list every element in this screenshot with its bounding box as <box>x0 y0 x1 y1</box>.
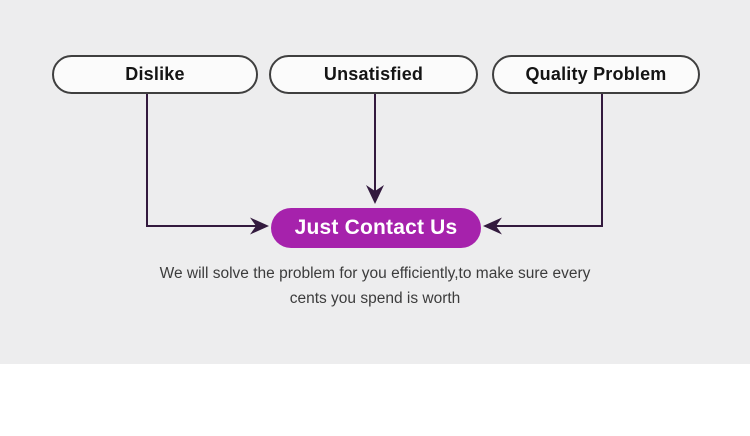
caption-text: We will solve the problem for you effici… <box>75 261 675 311</box>
pill-dislike: Dislike <box>52 55 258 94</box>
pill-unsatisfied: Unsatisfied <box>269 55 478 94</box>
pill-unsatisfied-label: Unsatisfied <box>323 64 424 84</box>
caption-line-1: We will solve the problem for you effici… <box>159 265 591 282</box>
pill-dislike-label: Dislike <box>125 64 185 84</box>
pill-quality-problem-label: Quality Problem <box>525 64 667 84</box>
just-contact-us-button[interactable]: Just Contact Us <box>271 208 481 248</box>
caption-line-2: cents you spend is worth <box>289 290 461 307</box>
just-contact-us-label: Just Contact Us <box>294 216 458 239</box>
pill-quality-problem: Quality Problem <box>492 55 700 94</box>
